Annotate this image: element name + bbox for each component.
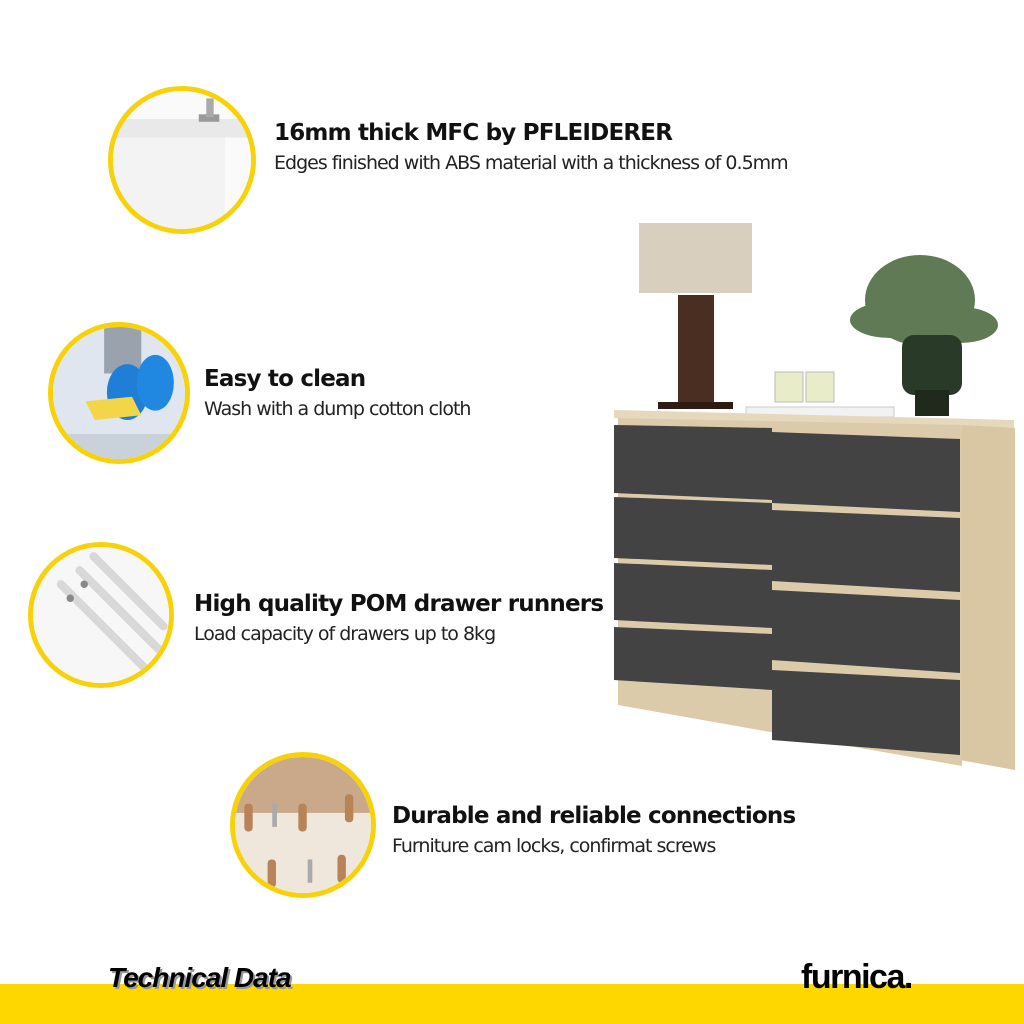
cleaning-gloves-icon [48, 322, 190, 464]
feature-title: 16mm thick MFC by PFLEIDERER [274, 120, 673, 146]
brand-logo: furnica. [801, 958, 913, 996]
feature-mfc: 16mm thick MFC by PFLEIDERER Edges finis… [274, 120, 789, 174]
feature-title: Easy to clean [204, 366, 366, 392]
dresser-product-image [600, 210, 1024, 780]
feature-description: Load capacity of drawers up to 8kg [194, 623, 496, 645]
feature-description: Furniture cam locks, confirmat screws [392, 835, 716, 857]
feature-description: Edges finished with ABS material with a … [274, 152, 789, 174]
feature-title: High quality POM drawer runners [194, 591, 604, 617]
cam-lock-dowels-icon [230, 752, 376, 898]
footer-accent-bar [0, 984, 1024, 1024]
feature-runners: High quality POM drawer runners Load cap… [194, 591, 604, 645]
feature-title: Durable and reliable connections [392, 803, 796, 829]
feature-clean: Easy to clean Wash with a dump cotton cl… [204, 366, 471, 420]
feature-description: Wash with a dump cotton cloth [204, 398, 471, 420]
technical-data-heading: Technical Data [108, 962, 292, 993]
feature-connections: Durable and reliable connections Furnitu… [392, 803, 796, 857]
drawer-runners-icon [28, 542, 174, 688]
mfc-board-edge-icon [108, 86, 256, 234]
